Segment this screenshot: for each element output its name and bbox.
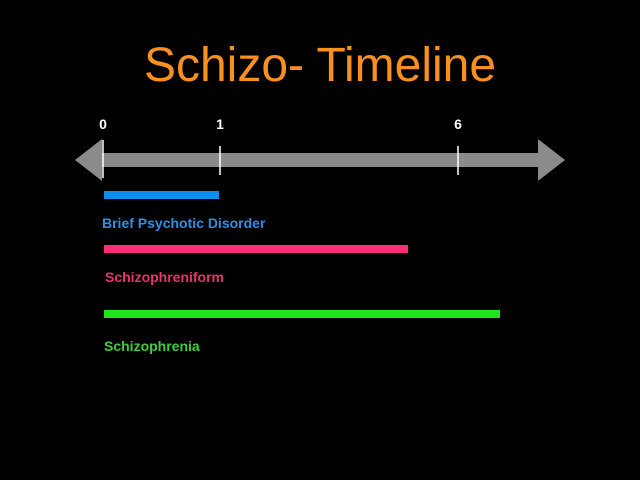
schizophreniform-label: Schizophreniform bbox=[105, 269, 225, 285]
left-arrow-icon bbox=[75, 139, 102, 181]
page-title: Schizo- Timeline bbox=[143, 39, 497, 92]
brief-psychotic-label: Brief Psychotic Disorder bbox=[102, 215, 266, 231]
schizophrenia-label: Schizophrenia bbox=[104, 338, 200, 354]
tick-label-6: 6 bbox=[454, 116, 462, 132]
schizophrenia-bar bbox=[104, 310, 500, 318]
schizophreniform-bar bbox=[104, 245, 408, 253]
right-arrow-icon bbox=[538, 139, 565, 181]
brief-psychotic-bar bbox=[104, 191, 219, 199]
tick-label-0: 0 bbox=[99, 116, 107, 132]
tick-label-1: 1 bbox=[216, 116, 224, 132]
